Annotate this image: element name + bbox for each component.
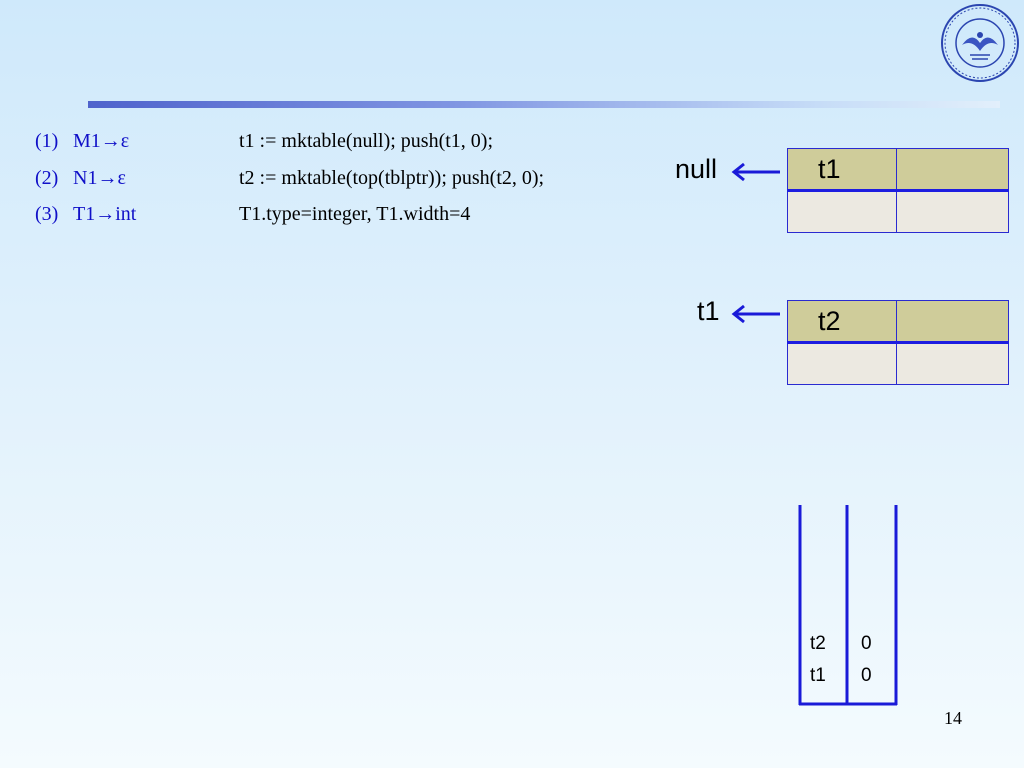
table-pointer-label: null	[675, 154, 718, 184]
stack-offset-entry: 0	[861, 633, 872, 654]
rule-number: (1)	[35, 130, 59, 152]
table-pointer-label: t1	[697, 296, 720, 326]
rule-production: M1→ε	[73, 130, 130, 152]
stack-table-entry: t1	[810, 665, 826, 686]
table-body-cell	[896, 190, 1009, 233]
rule-action: t2 := mktable(top(tblptr)); push(t2, 0);	[239, 167, 545, 189]
table-body-cell	[787, 190, 897, 233]
rule-production: T1→int	[73, 203, 137, 225]
university-logo	[941, 4, 1019, 82]
table-header-cell: t2	[787, 300, 897, 344]
table-header-cell: t1	[787, 148, 897, 192]
arrow-left-icon	[731, 162, 780, 182]
rule-action: T1.type=integer, T1.width=4	[239, 203, 471, 225]
table-body-cell	[896, 342, 1009, 385]
rule-number: (2)	[35, 167, 59, 189]
table-header-empty-cell	[896, 300, 1009, 344]
rule-action: t1 := mktable(null); push(t1, 0);	[239, 130, 494, 152]
table-body-cell	[787, 342, 897, 385]
rule-number: (3)	[35, 203, 59, 225]
arrow-left-icon	[731, 304, 780, 324]
symbol-table-1: t1	[787, 148, 1009, 233]
stack-table-entry: t2	[810, 633, 826, 654]
symbol-table-2: t2	[787, 300, 1009, 385]
table-header-empty-cell	[896, 148, 1009, 192]
tblptr-offset-stack	[798, 505, 898, 706]
stack-offset-entry: 0	[861, 665, 872, 686]
page-number: 14	[944, 708, 962, 728]
rule-production: N1→ε	[73, 167, 126, 189]
header-rule	[88, 101, 1000, 108]
